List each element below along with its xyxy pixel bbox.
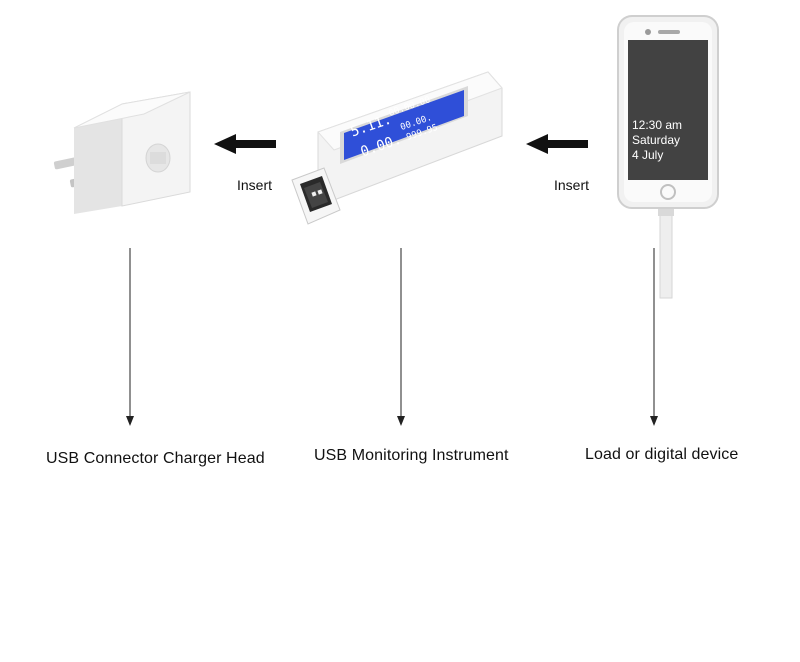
node-label-charger-head: USB Connector Charger Head: [46, 450, 265, 467]
phone-date: 4 July: [632, 148, 664, 162]
insert-label-1: Insert: [237, 177, 273, 193]
down-arrow-connector-3: [650, 248, 658, 426]
phone-time: 12:30 am: [632, 118, 683, 132]
phone-day: Saturday: [632, 133, 681, 147]
node-label-load-device: Load or digital device: [585, 446, 739, 463]
down-arrow-connector-2: [397, 248, 405, 426]
insert-label-2: Insert: [554, 177, 590, 193]
node-label-monitoring-instrument: USB Monitoring Instrument: [314, 447, 509, 464]
phone-device-image: [617, 15, 719, 299]
down-arrow-connector-1: [126, 248, 134, 426]
usb-charger-head-image: [53, 91, 191, 214]
usb-monitoring-instrument-image: [291, 71, 503, 225]
arrow-left-icon-1: [214, 134, 276, 154]
arrow-left-icon-2: [526, 134, 588, 154]
